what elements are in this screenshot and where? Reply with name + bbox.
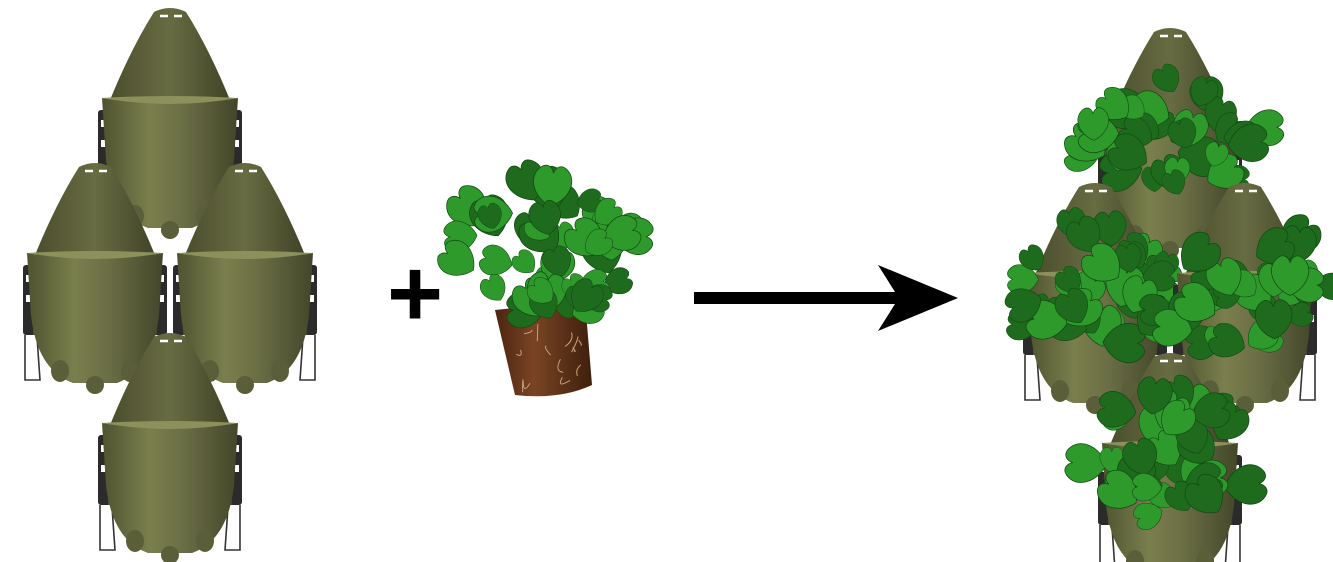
planter-cluster-planted <box>1001 26 1333 562</box>
root-strand <box>578 339 582 346</box>
root-strand <box>522 379 524 393</box>
root-strand <box>516 349 522 356</box>
leaf <box>476 270 512 307</box>
arrow-shape <box>694 265 958 331</box>
right-arrow-icon <box>694 265 958 331</box>
root-strand <box>544 345 551 356</box>
root-strand <box>576 364 582 377</box>
root-strand <box>522 381 531 390</box>
planter-cluster-empty <box>21 6 319 562</box>
plant-foliage <box>1058 60 1285 200</box>
plus-label: + <box>387 240 443 347</box>
potted-plant-image <box>432 155 655 397</box>
root-strand <box>557 358 564 373</box>
root-strand <box>564 332 573 347</box>
root-strand <box>559 376 571 385</box>
root-strand <box>523 329 533 335</box>
plant-foliage <box>432 155 655 330</box>
root-strand <box>536 324 539 342</box>
root-strand <box>571 336 579 353</box>
plus-symbol: + <box>387 240 443 347</box>
